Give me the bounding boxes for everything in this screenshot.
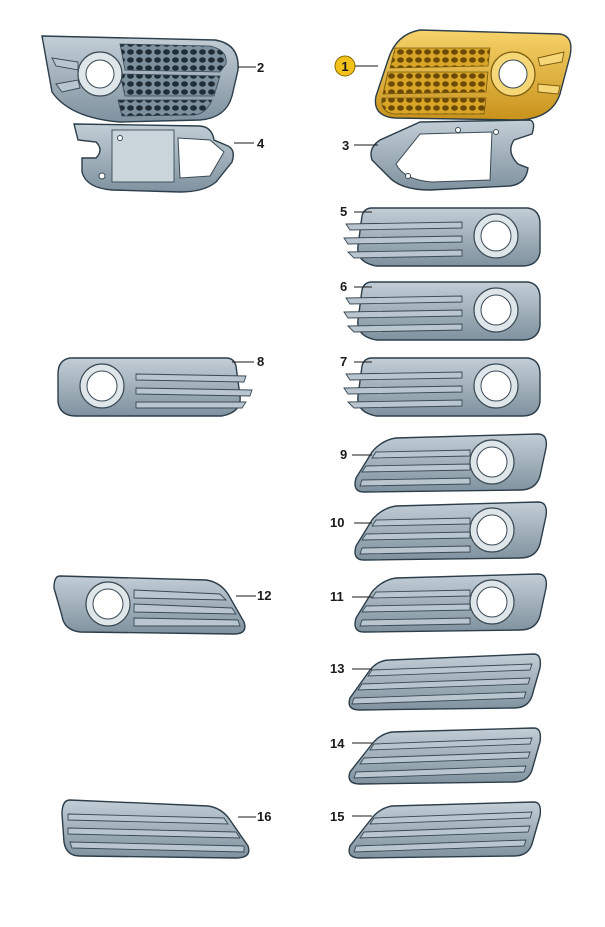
callout-label-15: 15 xyxy=(330,809,344,824)
part-15-blank-grille xyxy=(348,801,542,859)
part-8-grille xyxy=(57,357,253,417)
callout-label-9: 9 xyxy=(340,447,347,462)
part-11-grille xyxy=(354,573,548,633)
callout-label-3: 3 xyxy=(342,138,349,153)
part-7-grille xyxy=(343,357,541,417)
part-6-grille xyxy=(343,281,541,341)
part-2-honeycomb-grille xyxy=(41,35,239,123)
callout-label-11: 11 xyxy=(330,589,344,604)
callout-label-12: 12 xyxy=(257,588,271,603)
callout-label-1: 1 xyxy=(341,59,348,74)
part-12-grille xyxy=(53,575,246,635)
callout-label-14: 14 xyxy=(330,736,345,751)
callout-label-16: 16 xyxy=(257,809,271,824)
callout-label-2: 2 xyxy=(257,60,264,75)
callout-label-6: 6 xyxy=(340,279,347,294)
callout-label-4: 4 xyxy=(257,136,265,151)
part-3-mounting-bracket xyxy=(370,119,535,191)
callout-label-8: 8 xyxy=(257,354,264,369)
callout-label-10: 10 xyxy=(330,515,344,530)
part-9-grille xyxy=(354,433,548,493)
callout-label-13: 13 xyxy=(330,661,344,676)
part-16-blank-grille xyxy=(61,799,250,859)
callout-label-5: 5 xyxy=(340,204,347,219)
part-10-grille xyxy=(354,501,548,561)
part-1-honeycomb-grille-highlighted xyxy=(374,29,572,121)
part-14-blank-grille xyxy=(348,727,542,785)
part-4-mounting-bracket xyxy=(73,123,235,193)
part-5-grille xyxy=(343,207,541,267)
part-13-blank-grille xyxy=(348,653,542,711)
callout-label-7: 7 xyxy=(340,354,347,369)
